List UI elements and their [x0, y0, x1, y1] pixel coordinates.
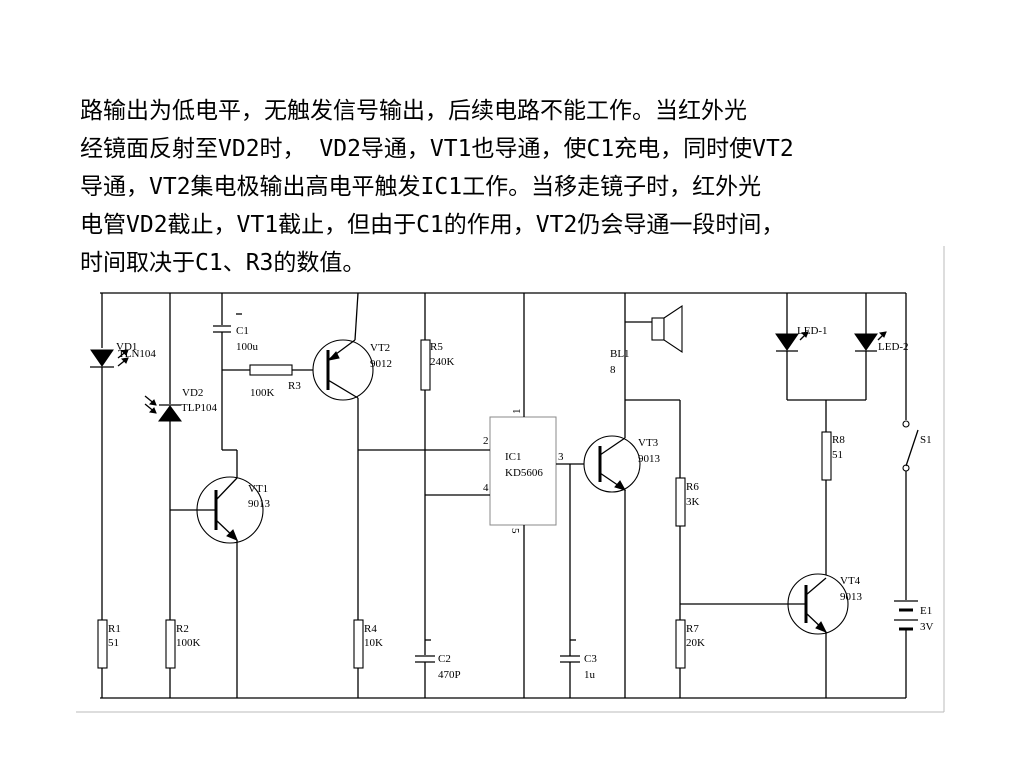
bl1-speaker: BL1 8 — [610, 293, 683, 400]
e1-name: E1 — [920, 605, 932, 617]
ic1-pin4: 4 — [483, 482, 489, 494]
vt2-name: VT2 — [370, 342, 390, 354]
r7-value: 20K — [686, 637, 705, 649]
c1-name: C1 — [236, 325, 249, 337]
vt3-name: VT3 — [638, 437, 659, 449]
r3-resistor: R3 100K — [222, 364, 320, 399]
r8-name: R8 — [832, 434, 845, 446]
c2-name: C2 — [438, 653, 451, 665]
paragraph-line: 导通，VT2集电极输出高电平触发IC1工作。当移走镜子时，红外光 — [80, 174, 762, 200]
c2-capacitor: C2 470P — [415, 639, 461, 698]
r4-value: 10K — [364, 637, 383, 649]
vt4-transistor: VT4 9013 — [680, 573, 863, 698]
r7-name: R7 — [686, 623, 699, 635]
c1-capacitor: C1 100u — [213, 293, 259, 451]
r2-resistor: R2 100K — [165, 619, 201, 698]
r7-resistor: R7 20K — [675, 619, 705, 698]
vt4-model: 9013 — [840, 591, 863, 603]
ic1-chip: IC1 KD5606 1 2 3 4 5 — [358, 293, 584, 698]
vd2-photodiode: VD2 TLP104 — [144, 293, 218, 620]
c3-name: C3 — [584, 653, 597, 665]
r4-name: R4 — [364, 623, 377, 635]
vd2-model: TLP104 — [181, 402, 218, 414]
explanation-paragraph: 路输出为低电平，无触发信号输出，后续电路不能工作。当红外光 经镜面反射至VD2时… — [80, 92, 960, 282]
bl1-value: 8 — [610, 364, 616, 376]
c3-value: 1u — [584, 669, 596, 681]
r1-name: R1 — [108, 623, 121, 635]
paragraph-line: 经镜面反射至VD2时， VD2导通，VT1也导通，使C1充电，同时使VT2 — [80, 136, 794, 162]
led2-name: LED-2 — [878, 341, 909, 353]
e1-battery: E1 3V — [894, 600, 934, 698]
vd1-model: TLN104 — [118, 348, 156, 360]
vt2-transistor: VT2 9012 — [312, 292, 392, 620]
r1-resistor: R1 51 — [97, 619, 121, 698]
r3-value: 100K — [250, 387, 275, 399]
led1-diode: LED-1 — [775, 293, 828, 400]
led1-name: LED-1 — [797, 325, 828, 337]
ic1-pin2: 2 — [483, 435, 489, 447]
r3-name: R3 — [288, 380, 301, 392]
s1-switch: S1 — [902, 293, 932, 600]
vd2-name: VD2 — [182, 387, 203, 399]
ic1-pin1: 1 — [511, 409, 523, 415]
led2-diode: LED-2 — [854, 293, 909, 400]
vt1-name: VT1 — [248, 483, 268, 495]
paragraph-line: 电管VD2截止，VT1截止，但由于C1的作用，VT2仍会导通一段时间， — [80, 212, 785, 238]
paragraph-line: 时间取决于C1、R3的数值。 — [80, 250, 366, 276]
r8-resistor: R8 51 — [821, 400, 845, 578]
ic1-name: IC1 — [505, 451, 522, 463]
vt2-model: 9012 — [370, 358, 392, 370]
vt3-transistor: VT3 9013 — [583, 399, 680, 698]
vt3-model: 9013 — [638, 453, 661, 465]
r6-resistor: R6 3K — [675, 400, 700, 620]
ic1-pin5: 5 — [509, 528, 521, 534]
r4-resistor: R4 10K — [353, 619, 383, 698]
c3-capacitor: C3 1u — [560, 464, 597, 698]
r8-value: 51 — [832, 449, 843, 461]
r2-value: 100K — [176, 637, 201, 649]
r5-resistor: R5 240K — [420, 293, 455, 655]
r6-name: R6 — [686, 481, 699, 493]
vd1-led: VD1 TLN104 — [90, 293, 156, 620]
paragraph-line: 路输出为低电平，无触发信号输出，后续电路不能工作。当红外光 — [80, 98, 747, 124]
r2-name: R2 — [176, 623, 189, 635]
bl1-name: BL1 — [610, 348, 630, 360]
e1-value: 3V — [920, 621, 934, 633]
r5-value: 240K — [430, 356, 455, 368]
s1-name: S1 — [920, 434, 932, 446]
vd1-name: VD1 — [116, 341, 137, 353]
ic1-pin3: 3 — [558, 451, 564, 463]
r6-value: 3K — [686, 496, 700, 508]
r1-value: 51 — [108, 637, 119, 649]
vt1-transistor: VT1 9013 — [170, 450, 271, 698]
c2-value: 470P — [438, 669, 461, 681]
vt1-model: 9013 — [248, 498, 271, 510]
circuit-schematic: VD1 TLN104 R1 51 VD2 TLP104 R2 100K — [76, 246, 945, 713]
c1-value: 100u — [236, 341, 259, 353]
ic1-model: KD5606 — [505, 467, 543, 479]
vt4-name: VT4 — [840, 575, 861, 587]
r5-name: R5 — [430, 341, 443, 353]
